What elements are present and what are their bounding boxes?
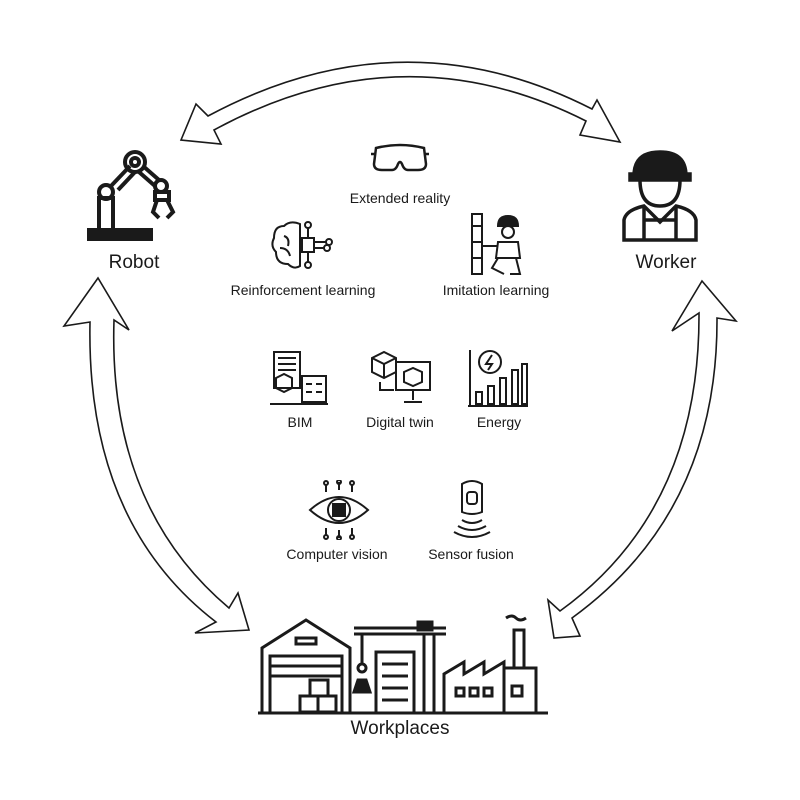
tech-label-computer-vision: Computer vision xyxy=(286,546,388,562)
digital-twin-icon xyxy=(366,346,432,408)
energy-chart-icon xyxy=(466,346,530,408)
construction-worker-icon xyxy=(620,146,700,242)
tech-label-bim: BIM xyxy=(287,414,313,430)
robot-arm-icon xyxy=(85,146,185,242)
tech-label-reinforcement-learning: Reinforcement learning xyxy=(230,282,376,298)
workplaces-icon xyxy=(258,612,548,716)
tech-label-extended-reality: Extended reality xyxy=(349,190,451,206)
sensor-icon xyxy=(450,478,494,540)
robot-workplaces-arrow xyxy=(62,276,251,634)
vr-headset-icon xyxy=(370,140,430,174)
worker-workplaces-arrow xyxy=(546,279,739,639)
tech-label-sensor-fusion: Sensor fusion xyxy=(428,546,514,562)
worker-label: Worker xyxy=(635,252,697,273)
robot-worker-arrow xyxy=(179,61,622,145)
tech-label-imitation-learning: Imitation learning xyxy=(442,282,550,298)
brain-circuit-icon xyxy=(270,218,334,274)
bim-building-icon xyxy=(268,348,330,406)
workplaces-label: Workplaces xyxy=(350,718,450,739)
eye-chip-icon xyxy=(308,479,370,541)
robot-label: Robot xyxy=(108,252,160,273)
worker-imitation-icon xyxy=(468,212,528,276)
tech-label-digital-twin: Digital twin xyxy=(366,414,434,430)
tech-label-energy: Energy xyxy=(476,414,522,430)
